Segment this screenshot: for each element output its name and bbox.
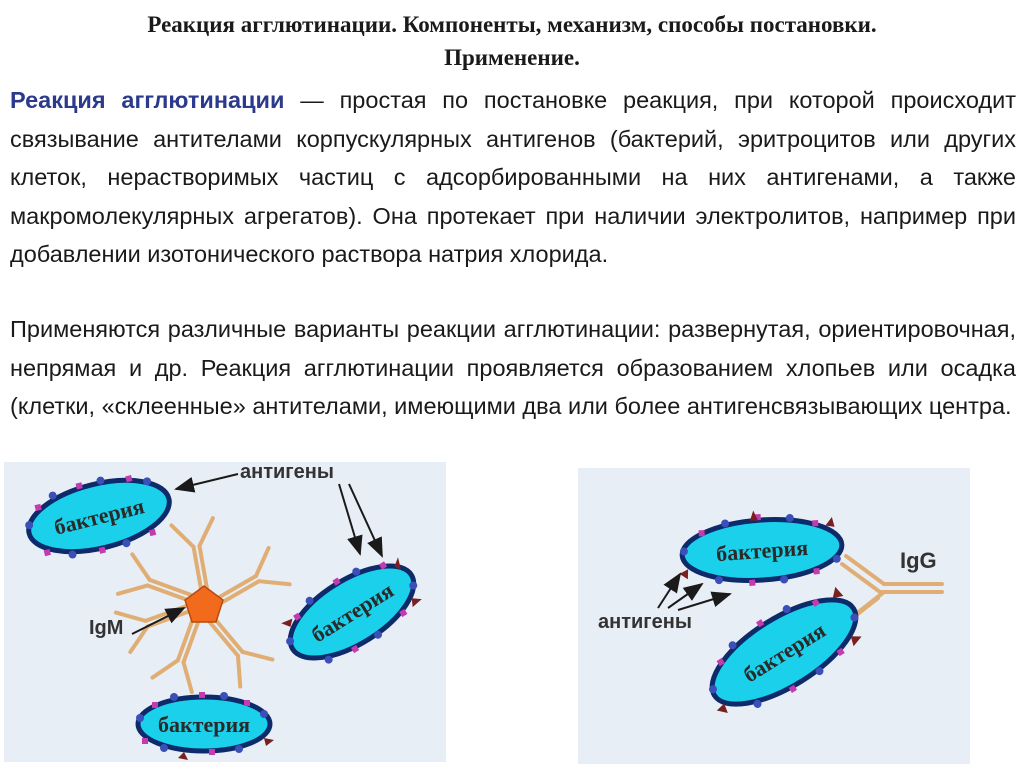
igg-diagram: бактерия бактерия IgG антигены [578, 468, 970, 764]
bacterium-1: бактерия [25, 475, 172, 559]
bacterium-3: бактерия [135, 692, 274, 760]
bacterium-2: бактерия [281, 557, 422, 664]
paragraph-definition: Реакция агглютинации — простая по постан… [10, 81, 1016, 274]
igg-bacterium-2: бактерия [708, 586, 862, 714]
paragraph-variants: Применяются различные варианты реакции а… [10, 310, 1016, 426]
title-line-2: Применение. [444, 45, 580, 70]
igm-antigen-arrows [174, 473, 383, 558]
igm-diagram-svg: бактерия бактерия [25, 462, 422, 760]
variants-text: Применяются различные варианты реакции а… [10, 316, 1016, 420]
title-line-1: Реакция агглютинации. Компоненты, механи… [147, 12, 877, 37]
page-title: Реакция агглютинации. Компоненты, механи… [0, 8, 1024, 74]
igg-bacterium-1: бактерия [679, 510, 845, 586]
igg-antigen-arrows [657, 572, 732, 611]
igm-label: IgM [89, 617, 123, 639]
igm-diagram: бактерия бактерия [4, 462, 446, 762]
igg-label: IgG [900, 548, 937, 573]
bacterium-3-label: бактерия [158, 712, 250, 737]
definition-text: — простая по постановке реакция, при кот… [10, 87, 1017, 268]
igg-diagram-svg: бактерия бактерия IgG антигены [598, 510, 944, 714]
igg-antigens-label: антигены [598, 611, 692, 633]
igg-antibody [840, 554, 944, 622]
term-agglutination: Реакция агглютинации [10, 87, 285, 113]
igm-core [184, 585, 224, 623]
igm-antigens-label: антигены [240, 462, 334, 483]
igm-arrow [131, 607, 186, 635]
